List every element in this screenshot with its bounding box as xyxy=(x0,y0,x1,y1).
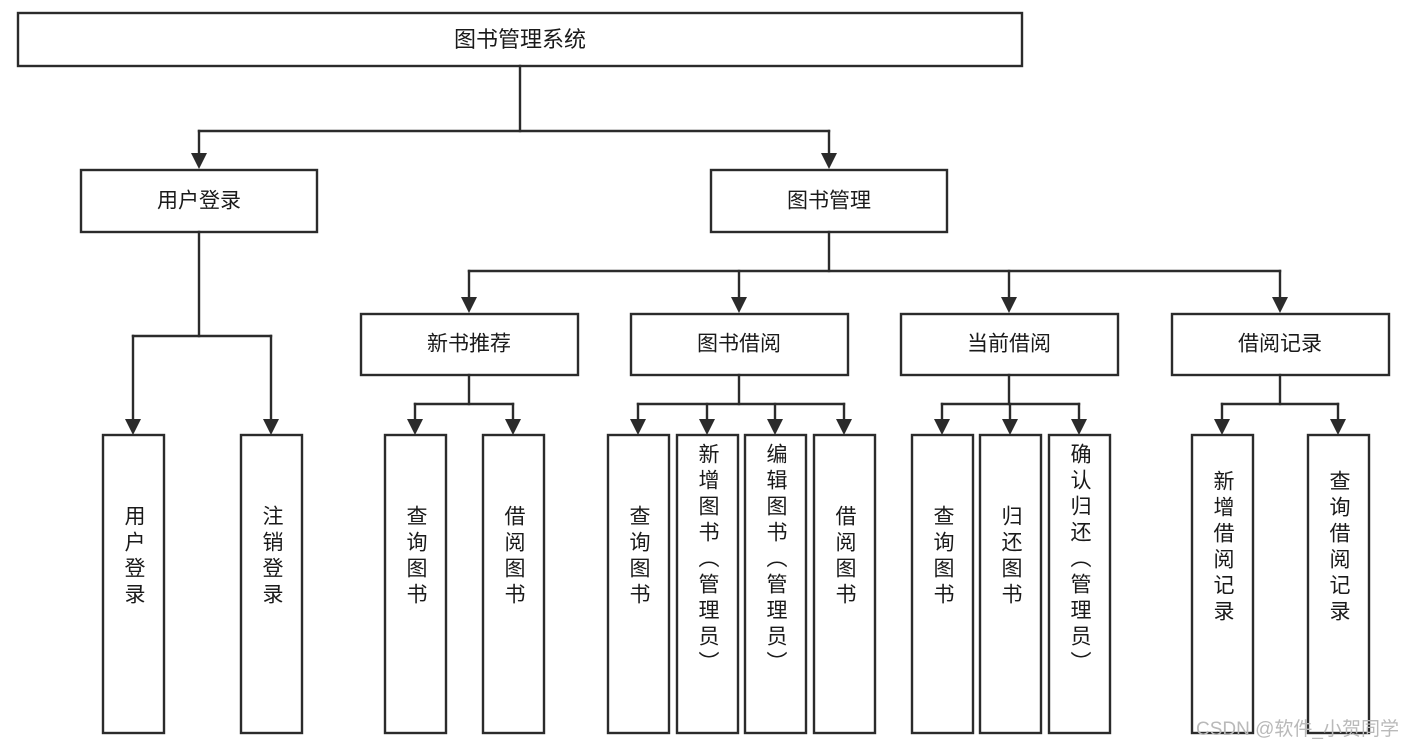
node-user-login[interactable]: 用户登录 xyxy=(79,168,319,234)
arrow-icon-to-leaf-query-book-3 xyxy=(934,419,950,435)
arrow-icon-to-leaf-query-record xyxy=(1330,419,1346,435)
leaf-query-book-1-box[interactable] xyxy=(383,433,448,735)
arrow-icon-to-leaf-add-book xyxy=(699,419,715,435)
node-borrow-record[interactable]: 借阅记录 xyxy=(1170,312,1391,377)
leaf-return-book-box[interactable] xyxy=(978,433,1043,735)
arrow-icon-to-leaf-borrow-book-1 xyxy=(505,419,521,435)
leaf-user-login-box[interactable] xyxy=(101,433,166,735)
node-new-book-recommend-label: 新书推荐 xyxy=(427,333,511,356)
leaf-edit-book-box[interactable] xyxy=(743,433,808,735)
node-book-borrow-box[interactable] xyxy=(629,312,850,377)
node-root[interactable]: 图书管理系统 xyxy=(16,11,1024,68)
leaf-confirm-return-box[interactable] xyxy=(1047,433,1112,735)
node-root-box[interactable] xyxy=(16,11,1024,68)
arrow-icon-root-to-user-login xyxy=(191,153,207,169)
node-user-login-label: 用户登录 xyxy=(157,190,241,213)
arrow-icon-to-leaf-confirm-return xyxy=(1071,419,1087,435)
node-book-borrow-label: 图书借阅 xyxy=(697,333,781,356)
arrow-icon-to-leaf-query-book-2 xyxy=(630,419,646,435)
leaf-user-logout-box[interactable] xyxy=(239,433,304,735)
arrow-icon-to-current-borrow xyxy=(1001,297,1017,313)
arrow-icon-to-leaf-edit-book xyxy=(767,419,783,435)
watermark-text: CSDN @软件_小贺同学 xyxy=(1196,719,1399,740)
arrow-icon-to-leaf-add-record xyxy=(1214,419,1230,435)
arrow-icon-to-leaf-user-login xyxy=(125,419,141,435)
node-borrow-record-box[interactable] xyxy=(1170,312,1391,377)
arrow-icon-to-leaf-borrow-book-2 xyxy=(836,419,852,435)
node-current-borrow-label: 当前借阅 xyxy=(967,333,1051,356)
node-borrow-record-label: 借阅记录 xyxy=(1238,333,1322,356)
leaf-query-record-box[interactable] xyxy=(1306,433,1371,735)
node-book-management-label: 图书管理 xyxy=(787,190,871,213)
node-book-borrow[interactable]: 图书借阅 xyxy=(629,312,850,377)
arrow-icon-to-leaf-user-logout xyxy=(263,419,279,435)
leaf-query-book-3-box[interactable] xyxy=(910,433,975,735)
arrow-icon-root-to-book-management xyxy=(821,153,837,169)
arrow-icon-to-book-borrow xyxy=(731,297,747,313)
node-root-label: 图书管理系统 xyxy=(454,27,586,52)
node-book-management-box[interactable] xyxy=(709,168,949,234)
leaf-query-book-2-box[interactable] xyxy=(606,433,671,735)
node-new-book-recommend[interactable]: 新书推荐 xyxy=(359,312,580,377)
node-new-book-recommend-box[interactable] xyxy=(359,312,580,377)
arrow-icon-to-leaf-return-book xyxy=(1002,419,1018,435)
node-current-borrow-box[interactable] xyxy=(899,312,1120,377)
leaf-borrow-book-2-box[interactable] xyxy=(812,433,877,735)
arrow-icon-to-new-book-recommend xyxy=(461,297,477,313)
node-book-management[interactable]: 图书管理 xyxy=(709,168,949,234)
arrow-icon-to-borrow-record xyxy=(1272,297,1288,313)
leaf-add-book-box[interactable] xyxy=(675,433,740,735)
arrow-icon-to-leaf-query-book-1 xyxy=(407,419,423,435)
leaf-add-record-box[interactable] xyxy=(1190,433,1255,735)
leaf-borrow-book-1-box[interactable] xyxy=(481,433,546,735)
node-current-borrow[interactable]: 当前借阅 xyxy=(899,312,1120,377)
